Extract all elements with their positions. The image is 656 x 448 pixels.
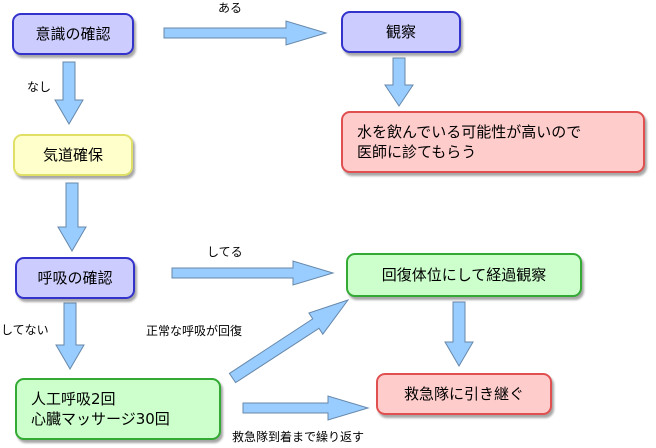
edge-label-normal-breathing: 正常な呼吸が回復 <box>146 324 243 338</box>
node-recovery-position-label: 回復体位にして経過観察 <box>381 266 547 284</box>
node-handover-label: 救急隊に引き継ぐ <box>403 385 524 403</box>
arrow-recovery-to-handover <box>444 301 474 367</box>
arrow-consciousness-to-airway <box>54 61 84 125</box>
arrow-observe-to-doctor <box>384 57 414 107</box>
edge-label-aru: ある <box>218 1 243 15</box>
arrow-breathing-to-recovery <box>171 260 335 286</box>
node-breathing-check-label: 呼吸の確認 <box>37 269 113 287</box>
node-consciousness-check-label: 意識の確認 <box>35 25 111 43</box>
node-handover: 救急隊に引き継ぐ <box>376 373 552 415</box>
node-consciousness-check: 意識の確認 <box>12 13 134 55</box>
node-observe: 観察 <box>341 11 461 53</box>
edge-label-shitenai: してない <box>1 323 49 337</box>
arrow-cpr-to-handover <box>242 395 370 421</box>
node-cpr: 人工呼吸2回 心臓マッサージ30回 <box>15 378 221 440</box>
node-airway-label: 気道確保 <box>42 146 103 164</box>
node-observe-label: 観察 <box>385 23 416 41</box>
node-airway: 気道確保 <box>13 134 133 176</box>
node-see-doctor: 水を飲んでいる可能性が高いので 医師に診てもらう <box>341 111 645 173</box>
node-breathing-check: 呼吸の確認 <box>15 257 135 299</box>
edge-label-nashi: なし <box>27 80 52 94</box>
arrow-cpr-to-recovery <box>228 299 350 384</box>
arrow-breathing-to-cpr <box>55 302 85 370</box>
node-cpr-label: 人工呼吸2回 心臓マッサージ30回 <box>31 390 170 428</box>
node-recovery-position: 回復体位にして経過観察 <box>346 253 582 297</box>
arrow-airway-to-breathing <box>57 182 87 252</box>
node-see-doctor-label: 水を飲んでいる可能性が高いので 医師に診てもらう <box>357 123 582 161</box>
edge-label-until-ems: 救急隊到着まで繰り返す <box>232 430 365 444</box>
edge-label-shiteru: してる <box>207 245 243 259</box>
arrow-consciousness-to-observe <box>163 20 328 46</box>
